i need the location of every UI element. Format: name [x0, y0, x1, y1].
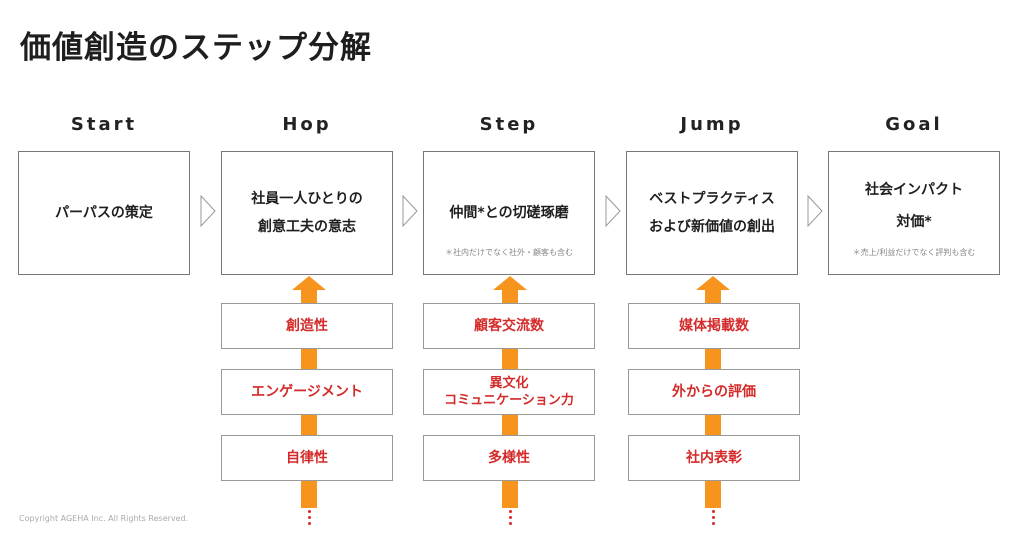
stage-label-step: Step: [479, 114, 539, 135]
chevron-right-icon: [200, 195, 216, 227]
stage-note: ＊社内だけでなく社外・顧客も含む: [445, 248, 573, 257]
metric-box: エンゲージメント: [221, 369, 393, 415]
metric-box: 創造性: [221, 303, 393, 349]
metric-box: 社内表彰: [628, 435, 800, 481]
stage-box-goal: 社会インパクト 対価* ＊売上/利益だけでなく評判も含む: [828, 151, 1000, 275]
metric-box: 顧客交流数: [423, 303, 595, 349]
metric-box: 多様性: [423, 435, 595, 481]
metric-box: 媒体掲載数: [628, 303, 800, 349]
stage-text: ベストプラクティス および新価値の創出: [649, 191, 775, 235]
metric-box: 外からの評価: [628, 369, 800, 415]
stage-box-step: 仲間*との切磋琢磨 ＊社内だけでなく社外・顧客も含む: [423, 151, 595, 275]
stage-box-jump: ベストプラクティス および新価値の創出: [626, 151, 798, 275]
metric-box: 自律性: [221, 435, 393, 481]
stage-text: 社会インパクト 対価*: [865, 182, 963, 230]
more-dots-icon: [299, 510, 319, 528]
stage-text: 仲間*との切磋琢磨: [449, 205, 569, 221]
page-title: 価値創造のステップ分解: [20, 30, 372, 66]
stage-box-hop: 社員一人ひとりの 創意工夫の意志: [221, 151, 393, 275]
stage-label-start: Start: [70, 114, 138, 135]
copyright-text: Copyright AGEHA Inc. All Rights Reserved…: [19, 514, 189, 523]
more-dots-icon: [703, 510, 723, 528]
metric-box: 異文化 コミュニケーション力: [423, 369, 595, 415]
stage-label-hop: Hop: [282, 114, 332, 135]
stage-text: パーパスの策定: [55, 205, 153, 221]
stage-label-jump: Jump: [680, 114, 744, 135]
more-dots-icon: [500, 510, 520, 528]
stage-text: 社員一人ひとりの 創意工夫の意志: [251, 191, 363, 235]
chevron-right-icon: [605, 195, 621, 227]
stage-box-start: パーパスの策定: [18, 151, 190, 275]
stage-note: ＊売上/利益だけでなく評判も含む: [852, 248, 976, 257]
stage-label-goal: Goal: [885, 114, 943, 135]
chevron-right-icon: [402, 195, 418, 227]
chevron-right-icon: [807, 195, 823, 227]
